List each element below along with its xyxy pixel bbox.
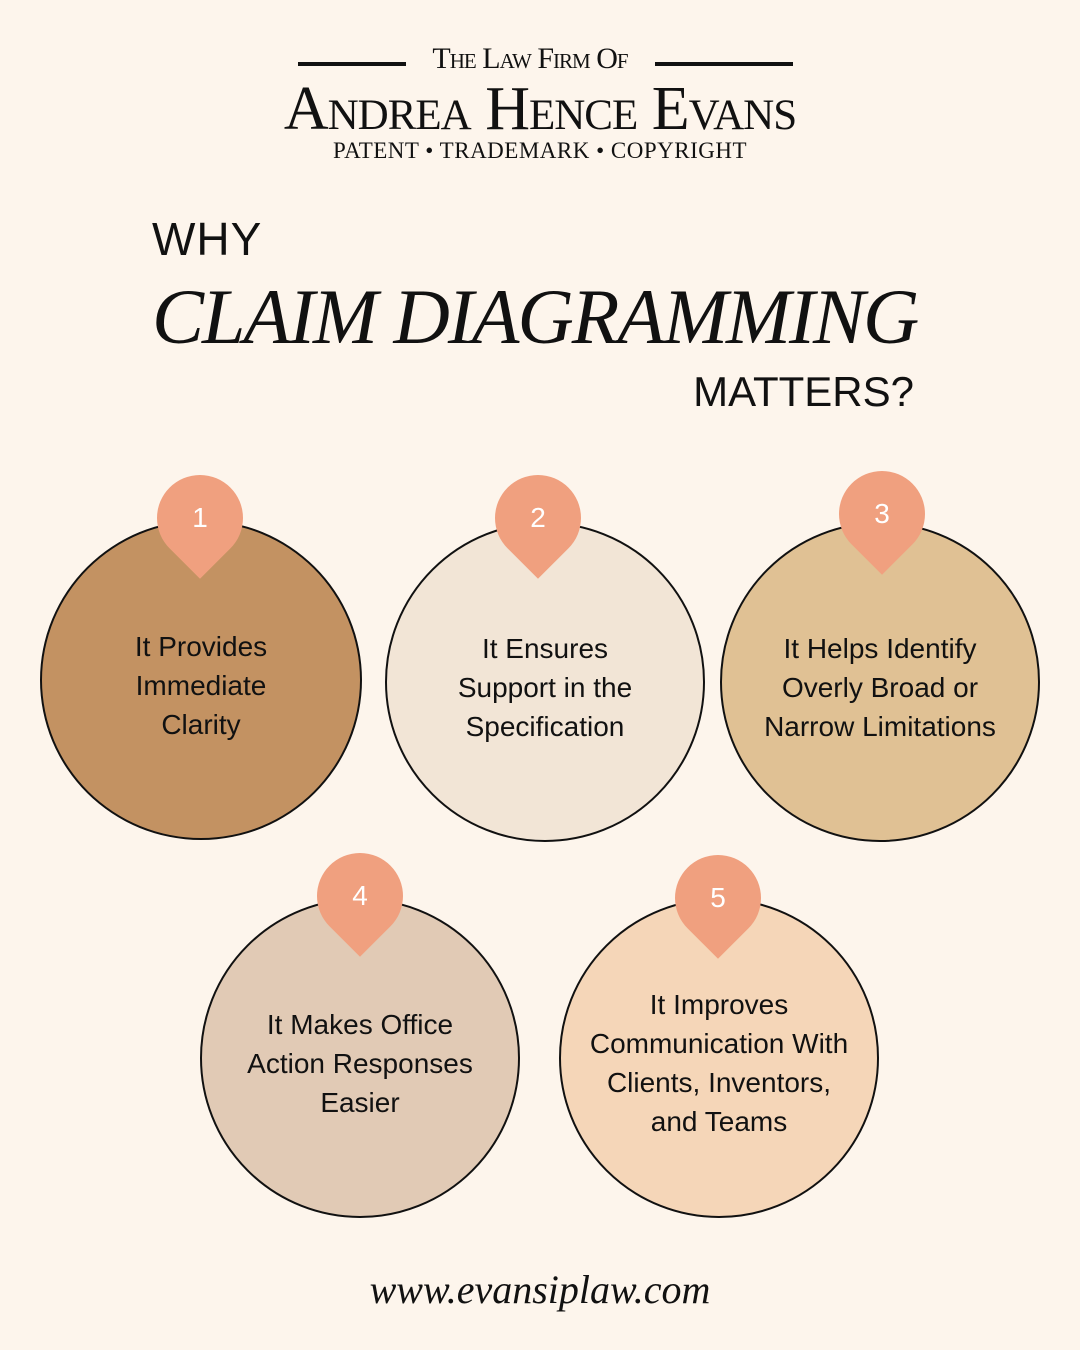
reason-text: It Helps Identify Overly Broad or Narrow…	[764, 632, 996, 742]
marker-number: 3	[874, 498, 890, 529]
logo-rule-right	[655, 62, 793, 66]
title-claim: CLAIM DIAGRAMMING	[152, 273, 919, 360]
website-link[interactable]: www.evansiplaw.com	[369, 1267, 711, 1312]
number-marker-4: 4	[299, 835, 421, 957]
reason-circle-2: It Ensures Support in the Specification	[385, 522, 705, 842]
marker-number: 1	[192, 502, 208, 533]
reason-text: It Provides Immediate Clarity	[134, 630, 268, 740]
number-marker-1: 1	[139, 457, 261, 579]
number-marker-3: 3	[821, 453, 943, 575]
logo-top: The Law Firm Of	[432, 42, 628, 75]
reason-text: It Ensures Support in the Specification	[457, 632, 633, 742]
title-matters: MATTERS?	[693, 368, 914, 415]
logo-name: Andrea Hence Evans	[283, 75, 797, 143]
logo-subtitle: PATENT • TRADEMARK • COPYRIGHT	[332, 138, 748, 163]
logo-rule-left	[298, 62, 406, 66]
marker-number: 5	[710, 882, 726, 913]
reason-circle-1: It Provides Immediate Clarity	[40, 520, 362, 840]
reason-text: It Makes Office Action Responses Easier	[247, 1008, 473, 1118]
marker-number: 4	[352, 880, 368, 911]
title-why: WHY	[152, 213, 263, 265]
number-marker-5: 5	[657, 837, 779, 959]
marker-number: 2	[530, 502, 546, 533]
reason-text: It Improves Communication With Clients, …	[589, 989, 849, 1137]
reason-circle-3: It Helps Identify Overly Broad or Narrow…	[720, 522, 1040, 842]
number-marker-2: 2	[477, 457, 599, 579]
